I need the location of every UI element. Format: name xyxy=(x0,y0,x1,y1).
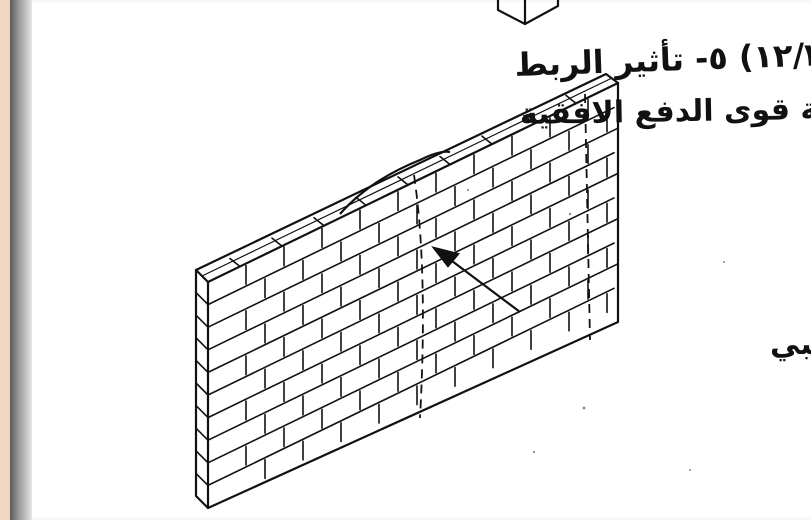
end-course-line xyxy=(196,406,208,418)
top-box-fragment xyxy=(498,0,558,24)
end-course-line xyxy=(196,383,208,395)
figure-caption-line1: الشكل (١٢/٢) ٥- تأثير الربط xyxy=(514,29,811,84)
wall-diagram: الشكل (١٢/٢) ٥- تأثير الربط في مقاومة قو… xyxy=(10,0,811,520)
brick-courses xyxy=(196,95,618,485)
scanned-page: الشكل (١٢/٢) ٥- تأثير الربط في مقاومة قو… xyxy=(10,0,811,520)
end-course-line xyxy=(196,315,208,327)
brick-course-line xyxy=(208,198,614,395)
brick-course-line xyxy=(208,264,618,463)
end-course-line xyxy=(196,473,208,485)
end-course-line xyxy=(196,428,208,440)
figure-caption-line2: في مقاومة قوى الدفع الافقية xyxy=(520,89,811,132)
lateral-pressure-label: ضغط جانبي xyxy=(770,327,811,362)
brick-wall xyxy=(196,74,618,508)
end-course-line xyxy=(196,338,208,350)
brick-course-line xyxy=(208,243,614,440)
scan-specks xyxy=(467,189,725,471)
brick-course-line xyxy=(208,219,618,418)
end-course-line xyxy=(196,360,208,372)
brick-course-line xyxy=(208,108,614,305)
brick-course-line xyxy=(208,128,618,327)
end-course-line xyxy=(196,293,208,305)
brick-course-line xyxy=(208,288,614,485)
end-course-line xyxy=(196,451,208,463)
brick-course-line xyxy=(208,173,618,372)
